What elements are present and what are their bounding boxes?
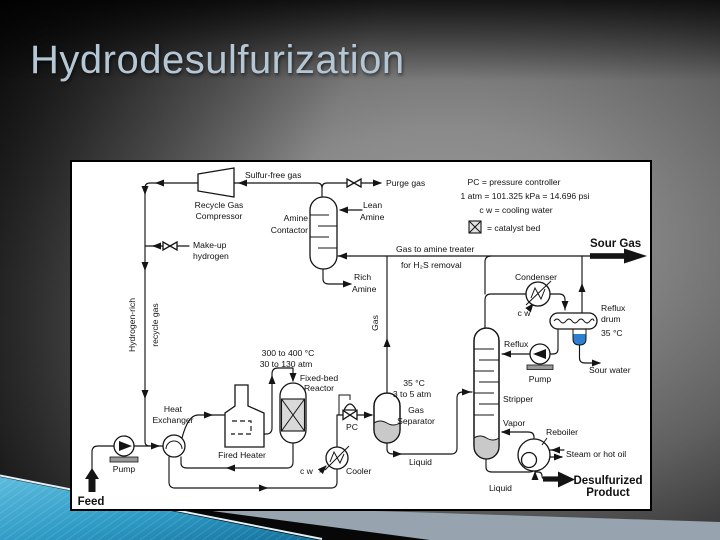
label-vapor: Vapor xyxy=(503,418,525,428)
label-fired-heater: Fired Heater xyxy=(218,450,266,460)
amine-contactor xyxy=(309,196,338,270)
diagram-legend: PC = pressure controller 1 atm = 101.325… xyxy=(461,177,590,233)
diagram-panel: Sulfur-free gas Purge gas Recycle Gas Co… xyxy=(70,160,652,511)
label-contactor-1: Amine xyxy=(284,213,309,223)
label-steam: Steam or hot oil xyxy=(566,449,626,459)
label-separator-1: Gas xyxy=(408,405,424,415)
cooler xyxy=(324,445,350,471)
label-lean-2: Amine xyxy=(360,212,385,222)
label-product-2: Product xyxy=(586,487,630,499)
reflux-drum xyxy=(549,312,598,346)
label-gas-to-amine: Gas to amine treater xyxy=(396,244,474,254)
label-drum-temp: 35 °C xyxy=(601,328,623,338)
purge-valve-icon xyxy=(346,177,362,189)
label-reboiler: Reboiler xyxy=(546,427,578,437)
label-separator-2: Separator xyxy=(397,416,435,426)
label-reflux-drum-2: drum xyxy=(601,314,621,324)
label-reactor-2: Reactor xyxy=(304,383,334,393)
makeup-valve-icon xyxy=(162,240,178,252)
label-h2s-removal: for H₂S removal xyxy=(401,260,462,270)
label-compressor-2: Compressor xyxy=(196,211,243,221)
reboiler xyxy=(517,437,551,472)
label-feed: Feed xyxy=(78,496,105,508)
diagram-labels: Sulfur-free gas Purge gas Recycle Gas Co… xyxy=(78,170,643,508)
product-arrow xyxy=(543,471,575,488)
feed-pump xyxy=(109,435,139,463)
label-sep-liquid: Liquid xyxy=(409,457,432,467)
recycle-gas-compressor xyxy=(197,167,235,198)
label-hydrogen-rich: Hydrogen-rich xyxy=(127,298,137,352)
pc-control-valve xyxy=(338,394,358,421)
label-cooler: Cooler xyxy=(346,466,371,476)
reflux-pump xyxy=(526,343,554,370)
label-rich-2: Amine xyxy=(352,284,377,294)
black-wedge xyxy=(138,503,430,540)
fired-heater xyxy=(224,384,265,448)
label-condenser: Condenser xyxy=(515,272,557,282)
label-sour-gas: Sour Gas xyxy=(590,238,641,250)
label-sep-temp: 35 °C xyxy=(403,378,425,388)
label-rich-1: Rich xyxy=(354,272,371,282)
label-reactor-1: Fixed-bed xyxy=(300,373,338,383)
stripper-column xyxy=(473,327,500,460)
label-compressor-1: Recycle Gas xyxy=(195,200,244,210)
label-reflux: Reflux xyxy=(504,339,529,349)
label-contactor-2: Contactor xyxy=(271,225,308,235)
label-stripper: Stripper xyxy=(503,394,533,404)
label-lean-1: Lean xyxy=(363,200,382,210)
process-flow-diagram: Sulfur-free gas Purge gas Recycle Gas Co… xyxy=(78,167,647,508)
label-bottoms-liquid: Liquid xyxy=(489,483,512,493)
label-recycle-gas: recycle gas xyxy=(150,303,160,346)
label-reactor-press: 30 to 130 atm xyxy=(260,359,313,369)
sour-gas-arrow xyxy=(590,248,647,264)
label-condenser-cw: c w xyxy=(518,308,532,318)
label-hx-2: Exchanger xyxy=(152,415,193,425)
water-boot-liquid xyxy=(573,334,586,345)
legend-cw: c w = cooling water xyxy=(479,205,552,215)
label-hx-1: Heat xyxy=(164,404,183,414)
label-sour-water: Sour water xyxy=(589,365,631,375)
feed-arrow xyxy=(85,468,99,492)
label-reflux-drum-1: Reflux xyxy=(601,303,626,313)
catalyst-bed-legend-icon xyxy=(468,220,482,234)
flow-arrows xyxy=(141,179,601,492)
label-sulfur-free-gas: Sulfur-free gas xyxy=(245,170,301,180)
label-pc-tag: PC xyxy=(346,422,358,432)
page-title: Hydrodesulfurization xyxy=(30,38,405,82)
label-feed-pump: Pump xyxy=(113,464,136,474)
legend-catalyst: = catalyst bed xyxy=(487,223,540,233)
label-gas-line: Gas xyxy=(370,315,380,331)
label-reflux-pump: Pump xyxy=(529,374,552,384)
label-purge-gas: Purge gas xyxy=(386,178,425,188)
label-cooler-cw: c w xyxy=(300,466,314,476)
legend-pc: PC = pressure controller xyxy=(468,177,561,187)
label-makeup-2: hydrogen xyxy=(193,251,229,261)
label-product-1: Desulfurized xyxy=(573,475,642,487)
fixed-bed-reactor xyxy=(279,382,307,444)
label-sep-press: 3 to 5 atm xyxy=(393,389,431,399)
label-makeup-1: Make-up xyxy=(193,240,227,250)
label-reactor-temp: 300 to 400 °C xyxy=(262,348,315,358)
condenser xyxy=(525,280,552,307)
heat-exchanger xyxy=(162,434,186,458)
legend-atm: 1 atm = 101.325 kPa = 14.696 psi xyxy=(461,191,590,201)
gas-separator xyxy=(373,392,401,444)
